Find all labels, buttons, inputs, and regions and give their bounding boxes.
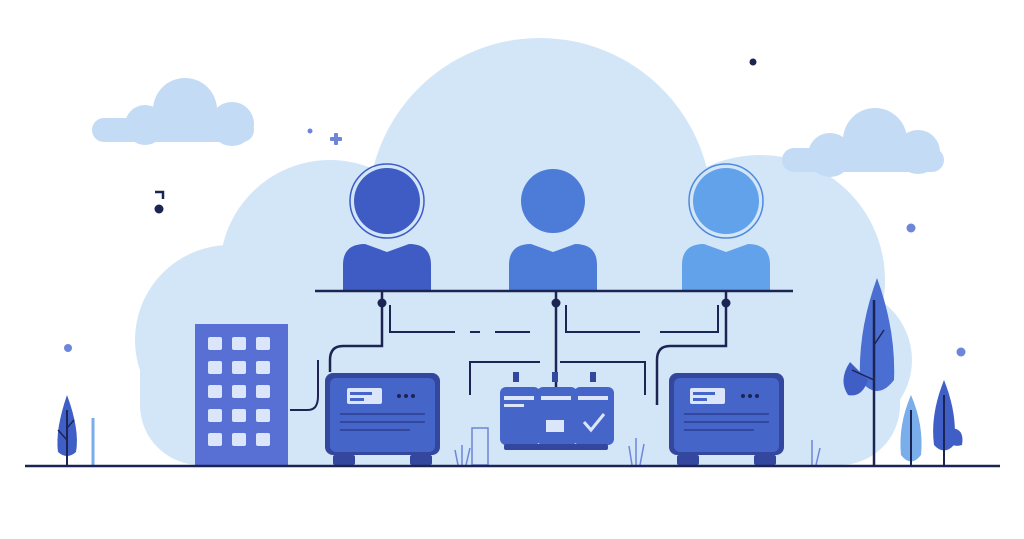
server-icon	[537, 387, 577, 445]
server-icon	[574, 387, 614, 445]
building-icon	[195, 324, 288, 466]
bracket-icon	[154, 190, 165, 214]
cloud-icon	[92, 78, 254, 146]
server-cluster-center	[500, 372, 614, 450]
sparkle-icon	[330, 133, 342, 145]
person-icon	[693, 168, 759, 234]
person-right	[682, 163, 770, 290]
dot-decoration	[906, 223, 916, 233]
tree-icon	[900, 395, 922, 466]
person-left	[343, 163, 431, 290]
server-icon	[669, 373, 784, 465]
server-right	[669, 373, 784, 465]
person-icon	[521, 169, 585, 233]
cloud-icon	[782, 108, 944, 177]
tree-icon	[843, 278, 895, 466]
server-icon	[325, 373, 440, 465]
tree-icon	[933, 380, 963, 466]
dot-decoration	[749, 58, 757, 66]
person-icon	[354, 168, 420, 234]
network-nodes	[377, 298, 731, 308]
tree-icon	[57, 395, 77, 466]
server-left	[325, 373, 440, 465]
dot-decoration	[956, 347, 966, 357]
dot-decoration	[307, 128, 313, 134]
server-icon	[500, 387, 540, 445]
dot-decoration	[64, 344, 72, 352]
network-connections	[290, 289, 793, 411]
person-center	[509, 169, 597, 290]
grass-decoration	[454, 438, 821, 466]
